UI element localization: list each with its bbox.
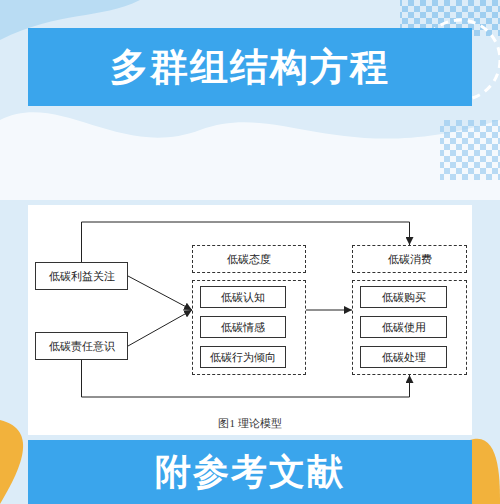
group-box: 低碳态度低碳认知低碳情感低碳行为倾向 <box>192 245 306 375</box>
factor-box: 低碳责任意识 <box>35 332 128 360</box>
box-label: 低碳情感 <box>221 320 265 335</box>
figure-caption: 图1 理论模型 <box>215 417 284 429</box>
group-heading: 低碳态度 <box>192 245 306 273</box>
item-box: 低碳使用 <box>360 316 447 338</box>
box-label: 低碳认知 <box>221 290 265 305</box>
connector-arrow <box>128 276 192 310</box>
poster-subtitle: 附参考文献 <box>155 448 345 497</box>
box-label: 低碳责任意识 <box>49 339 115 354</box>
box-label: 低碳处理 <box>382 350 426 365</box>
item-box: 低碳行为倾向 <box>200 346 286 368</box>
box-label: 低碳使用 <box>382 320 426 335</box>
connector-arrow <box>306 310 352 311</box>
factor-box: 低碳利益关注 <box>35 262 128 290</box>
item-box: 低碳购买 <box>360 286 447 308</box>
poster-title: 多群组结构方程 <box>110 42 390 93</box>
item-box: 低碳情感 <box>200 316 286 338</box>
group-box: 低碳消费低碳购买低碳使用低碳处理 <box>352 245 467 375</box>
box-label: 低碳行为倾向 <box>210 350 276 365</box>
item-box: 低碳认知 <box>200 286 286 308</box>
group-heading: 低碳消费 <box>352 245 467 273</box>
box-label: 低碳利益关注 <box>49 269 115 284</box>
item-box: 低碳处理 <box>360 346 447 368</box>
connector-arrow <box>128 310 192 346</box>
box-label: 低碳购买 <box>382 290 426 305</box>
